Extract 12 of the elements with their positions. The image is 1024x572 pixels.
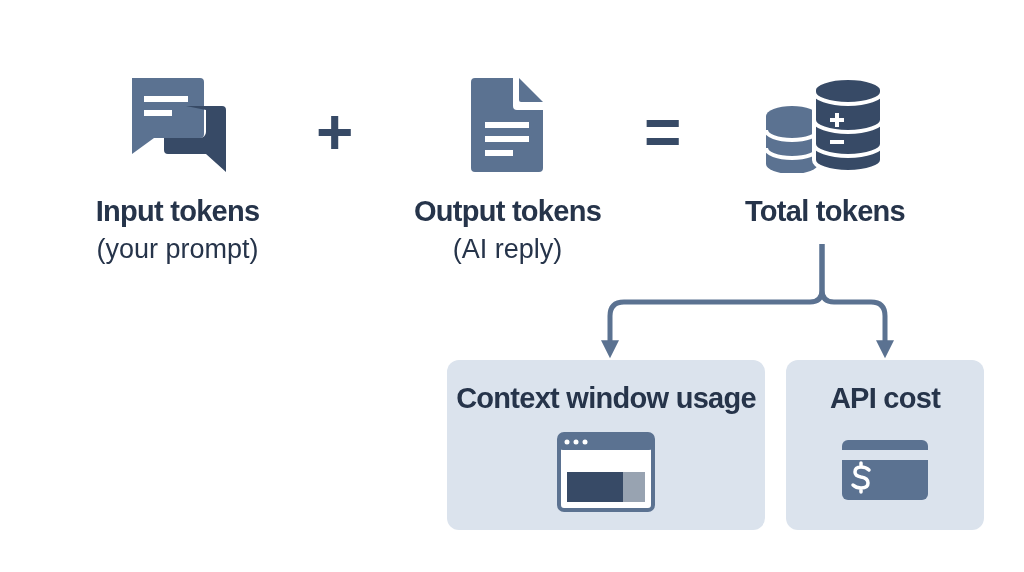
- operator-symbol: =: [644, 100, 682, 164]
- title-text: Output tokens: [413, 194, 602, 229]
- title-text: Total tokens: [745, 194, 905, 229]
- result-card: [447, 360, 765, 530]
- title-text: Input tokens: [95, 194, 260, 229]
- arrow: [819, 244, 894, 359]
- title-text: Context window usage: [456, 381, 756, 416]
- subtitle-text: (AI reply): [452, 233, 563, 267]
- title-text: API cost: [829, 381, 941, 416]
- operator-symbol: +: [316, 100, 354, 164]
- result-card: [786, 360, 984, 530]
- subtitle-text: (your prompt): [96, 233, 259, 267]
